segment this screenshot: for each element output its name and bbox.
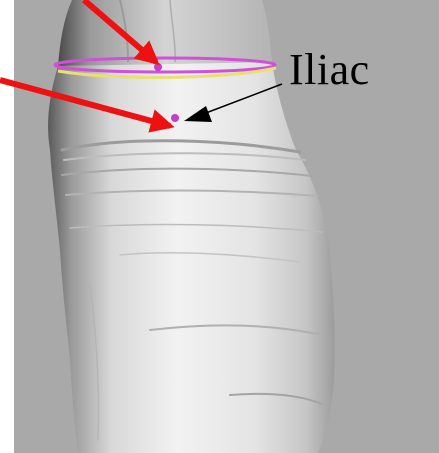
iliac-landmark-point bbox=[171, 114, 179, 122]
waist-landmark-point bbox=[154, 63, 162, 71]
iliac-label: Iliac bbox=[289, 44, 370, 96]
upper-torso bbox=[58, 0, 272, 66]
